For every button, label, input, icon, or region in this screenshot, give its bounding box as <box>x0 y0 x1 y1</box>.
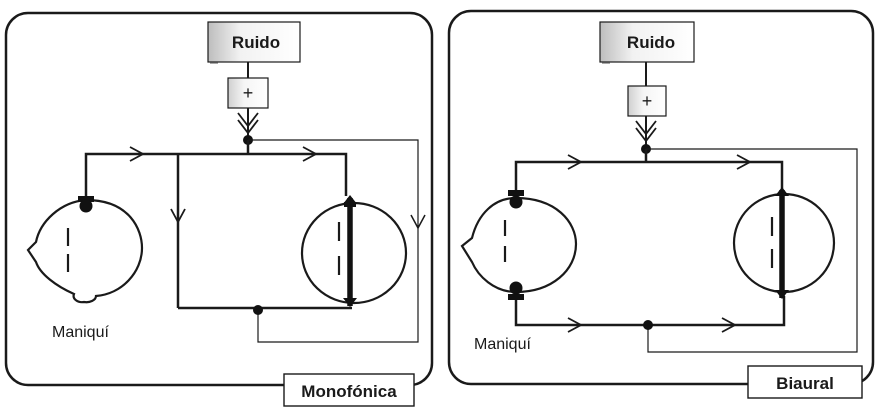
arrow-right <box>302 146 318 162</box>
junction-dot <box>253 305 263 315</box>
arrow-right <box>129 146 145 162</box>
listener-head <box>732 187 836 299</box>
top-bus <box>514 160 784 196</box>
mode-label: Biaural <box>776 374 834 393</box>
arrow-right <box>567 154 583 170</box>
arrow-right <box>567 317 583 333</box>
dummy-head <box>26 196 144 304</box>
bottom-bus <box>514 294 786 327</box>
panel-frame <box>4 11 434 387</box>
noise-label: Ruido <box>627 33 675 52</box>
arrow-down <box>635 127 657 143</box>
arrow-down <box>635 120 657 136</box>
adder-symbol: + <box>642 91 653 111</box>
dummy-head <box>460 190 578 300</box>
mode-label-box: Monofónica <box>283 373 415 407</box>
noise-box: Ruido <box>207 21 301 64</box>
arrow-down <box>237 112 259 128</box>
arrow-down <box>237 119 259 135</box>
panel-frame <box>447 9 875 386</box>
junction-dot <box>643 320 653 330</box>
listener-head <box>300 195 408 307</box>
adder-box: + <box>627 85 667 117</box>
arrow-down <box>170 208 186 224</box>
arrow-down <box>410 214 426 230</box>
adder-box: + <box>227 77 269 109</box>
adder-symbol: + <box>243 83 254 103</box>
feedback-line <box>646 148 858 353</box>
top-bus <box>84 152 348 200</box>
dummy-label: Maniquí <box>474 336 531 353</box>
dummy-label: Maniquí <box>52 324 109 341</box>
panel-biaural: Ruido + M <box>447 9 875 399</box>
mode-label: Monofónica <box>301 382 397 401</box>
arrow-right <box>721 317 737 333</box>
feedback-line <box>248 139 419 343</box>
noise-box: Ruido <box>599 21 695 64</box>
arrow-right <box>736 154 752 170</box>
noise-label: Ruido <box>232 33 280 52</box>
mode-label-box: Biaural <box>747 365 863 399</box>
panel-monofonica: Ruido + Maniquí <box>4 11 434 407</box>
